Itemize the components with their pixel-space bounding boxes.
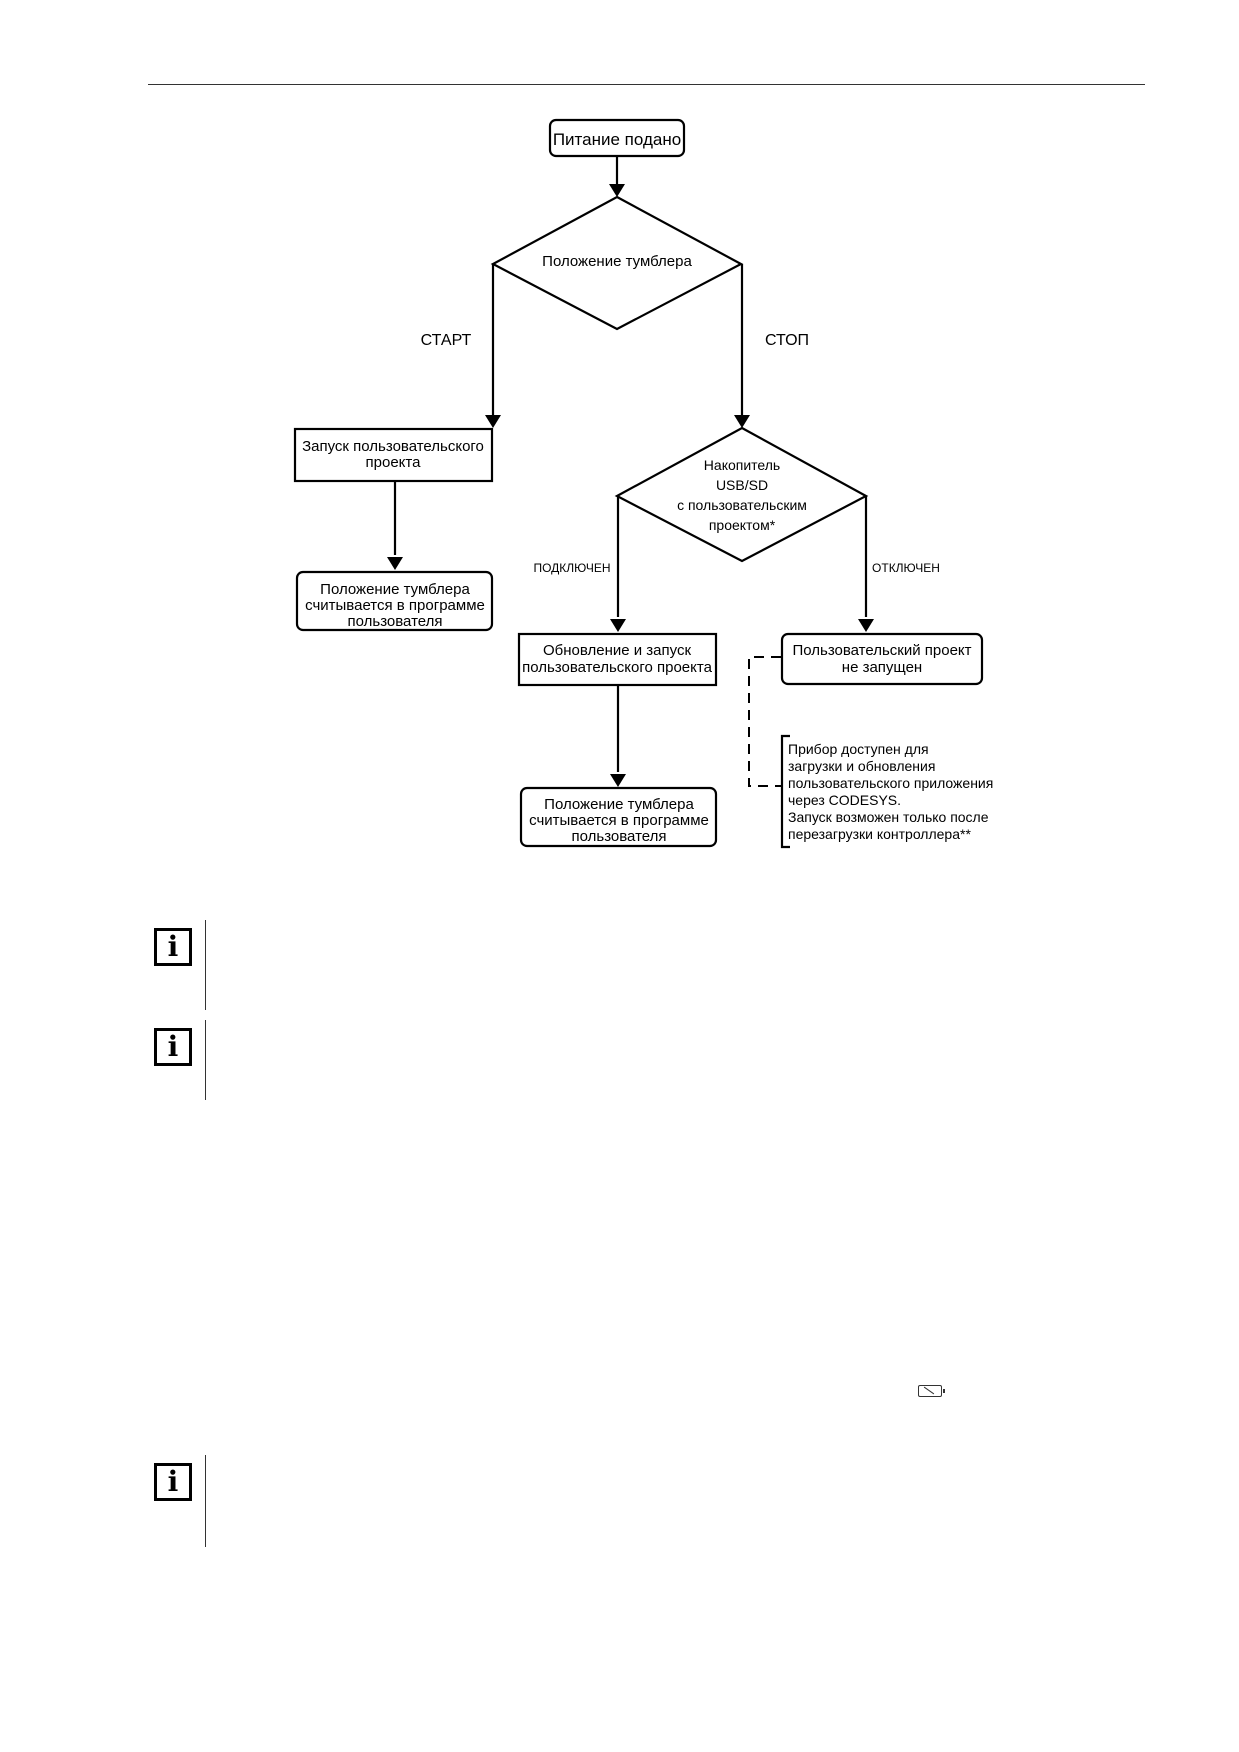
info-icon: i: [154, 1028, 192, 1066]
node-read-switch-left: Положение тумблера считывается в програм…: [295, 570, 494, 632]
node-update-launch: Обновление и запуск пользовательского пр…: [517, 632, 718, 687]
svg-text:Положение тумблера: Положение тумблера: [320, 581, 470, 598]
note-divider: [205, 1020, 206, 1100]
node-launch-project: Запуск пользовательского проекта: [293, 427, 494, 483]
header-rule: [148, 84, 1145, 85]
annotation-device-note: Прибор доступен для загрузки и обновлени…: [788, 741, 993, 842]
svg-text:через CODESYS.: через CODESYS.: [788, 792, 901, 808]
svg-text:проектом*: проектом*: [709, 517, 776, 533]
node-not-launched: Пользовательский проект не запущен: [780, 632, 984, 686]
info-icon: i: [154, 928, 192, 966]
svg-text:Прибор доступен для: Прибор доступен для: [788, 741, 929, 757]
svg-text:пользователя: пользователя: [348, 613, 443, 630]
svg-text:считывается в программе: считывается в программе: [529, 812, 709, 829]
svg-text:Положение тумблера: Положение тумблера: [544, 796, 694, 813]
arrowheads: [387, 184, 874, 787]
svg-text:загрузки и обновления: загрузки и обновления: [788, 758, 935, 774]
decision-switch-position: Положение тумблера: [490, 195, 744, 331]
svg-text:проекта: проекта: [366, 454, 422, 471]
svg-text:USB/SD: USB/SD: [716, 477, 768, 493]
svg-text:Запуск пользовательского: Запуск пользовательского: [302, 438, 484, 455]
svg-text:Накопитель: Накопитель: [704, 457, 780, 473]
info-icon: i: [154, 1463, 192, 1501]
node-read-switch-right: Положение тумблера считывается в програм…: [519, 786, 718, 848]
edge-label-disconnected: ОТКЛЮЧЕН: [872, 561, 940, 575]
svg-text:пользователя: пользователя: [572, 828, 667, 845]
svg-text:пользовательского приложения: пользовательского приложения: [788, 775, 993, 791]
edge-label-connected: ПОДКЛЮЧЕН: [533, 561, 610, 575]
svg-text:перезагрузки контроллера**: перезагрузки контроллера**: [788, 826, 971, 842]
svg-text:Обновление и запуск: Обновление и запуск: [543, 642, 691, 659]
svg-text:Положение тумблера: Положение тумблера: [542, 253, 692, 270]
svg-text:Пользовательский проект: Пользовательский проект: [792, 642, 971, 659]
node-power-on: Питание подано: [548, 118, 686, 158]
startup-flowchart: Питание подано Положение тумблера СТАРТ …: [293, 118, 993, 849]
svg-text:считывается в программе: считывается в программе: [305, 597, 485, 614]
svg-text:пользовательского проекта: пользовательского проекта: [522, 659, 712, 676]
edge-label-start: СТАРТ: [421, 332, 472, 349]
decision-storage-check: Накопитель USB/SD с пользовательским про…: [614, 426, 869, 563]
svg-text:с пользовательским: с пользовательским: [677, 497, 807, 513]
edge-label-stop: СТОП: [765, 332, 809, 349]
note-divider: [205, 1455, 206, 1547]
note-divider: [205, 920, 206, 1010]
battery-icon: [918, 1385, 945, 1397]
svg-text:Запуск возможен только после: Запуск возможен только после: [788, 809, 989, 825]
svg-text:Питание подано: Питание подано: [553, 130, 681, 149]
connector-lines: [393, 157, 868, 849]
svg-text:не запущен: не запущен: [842, 659, 922, 676]
